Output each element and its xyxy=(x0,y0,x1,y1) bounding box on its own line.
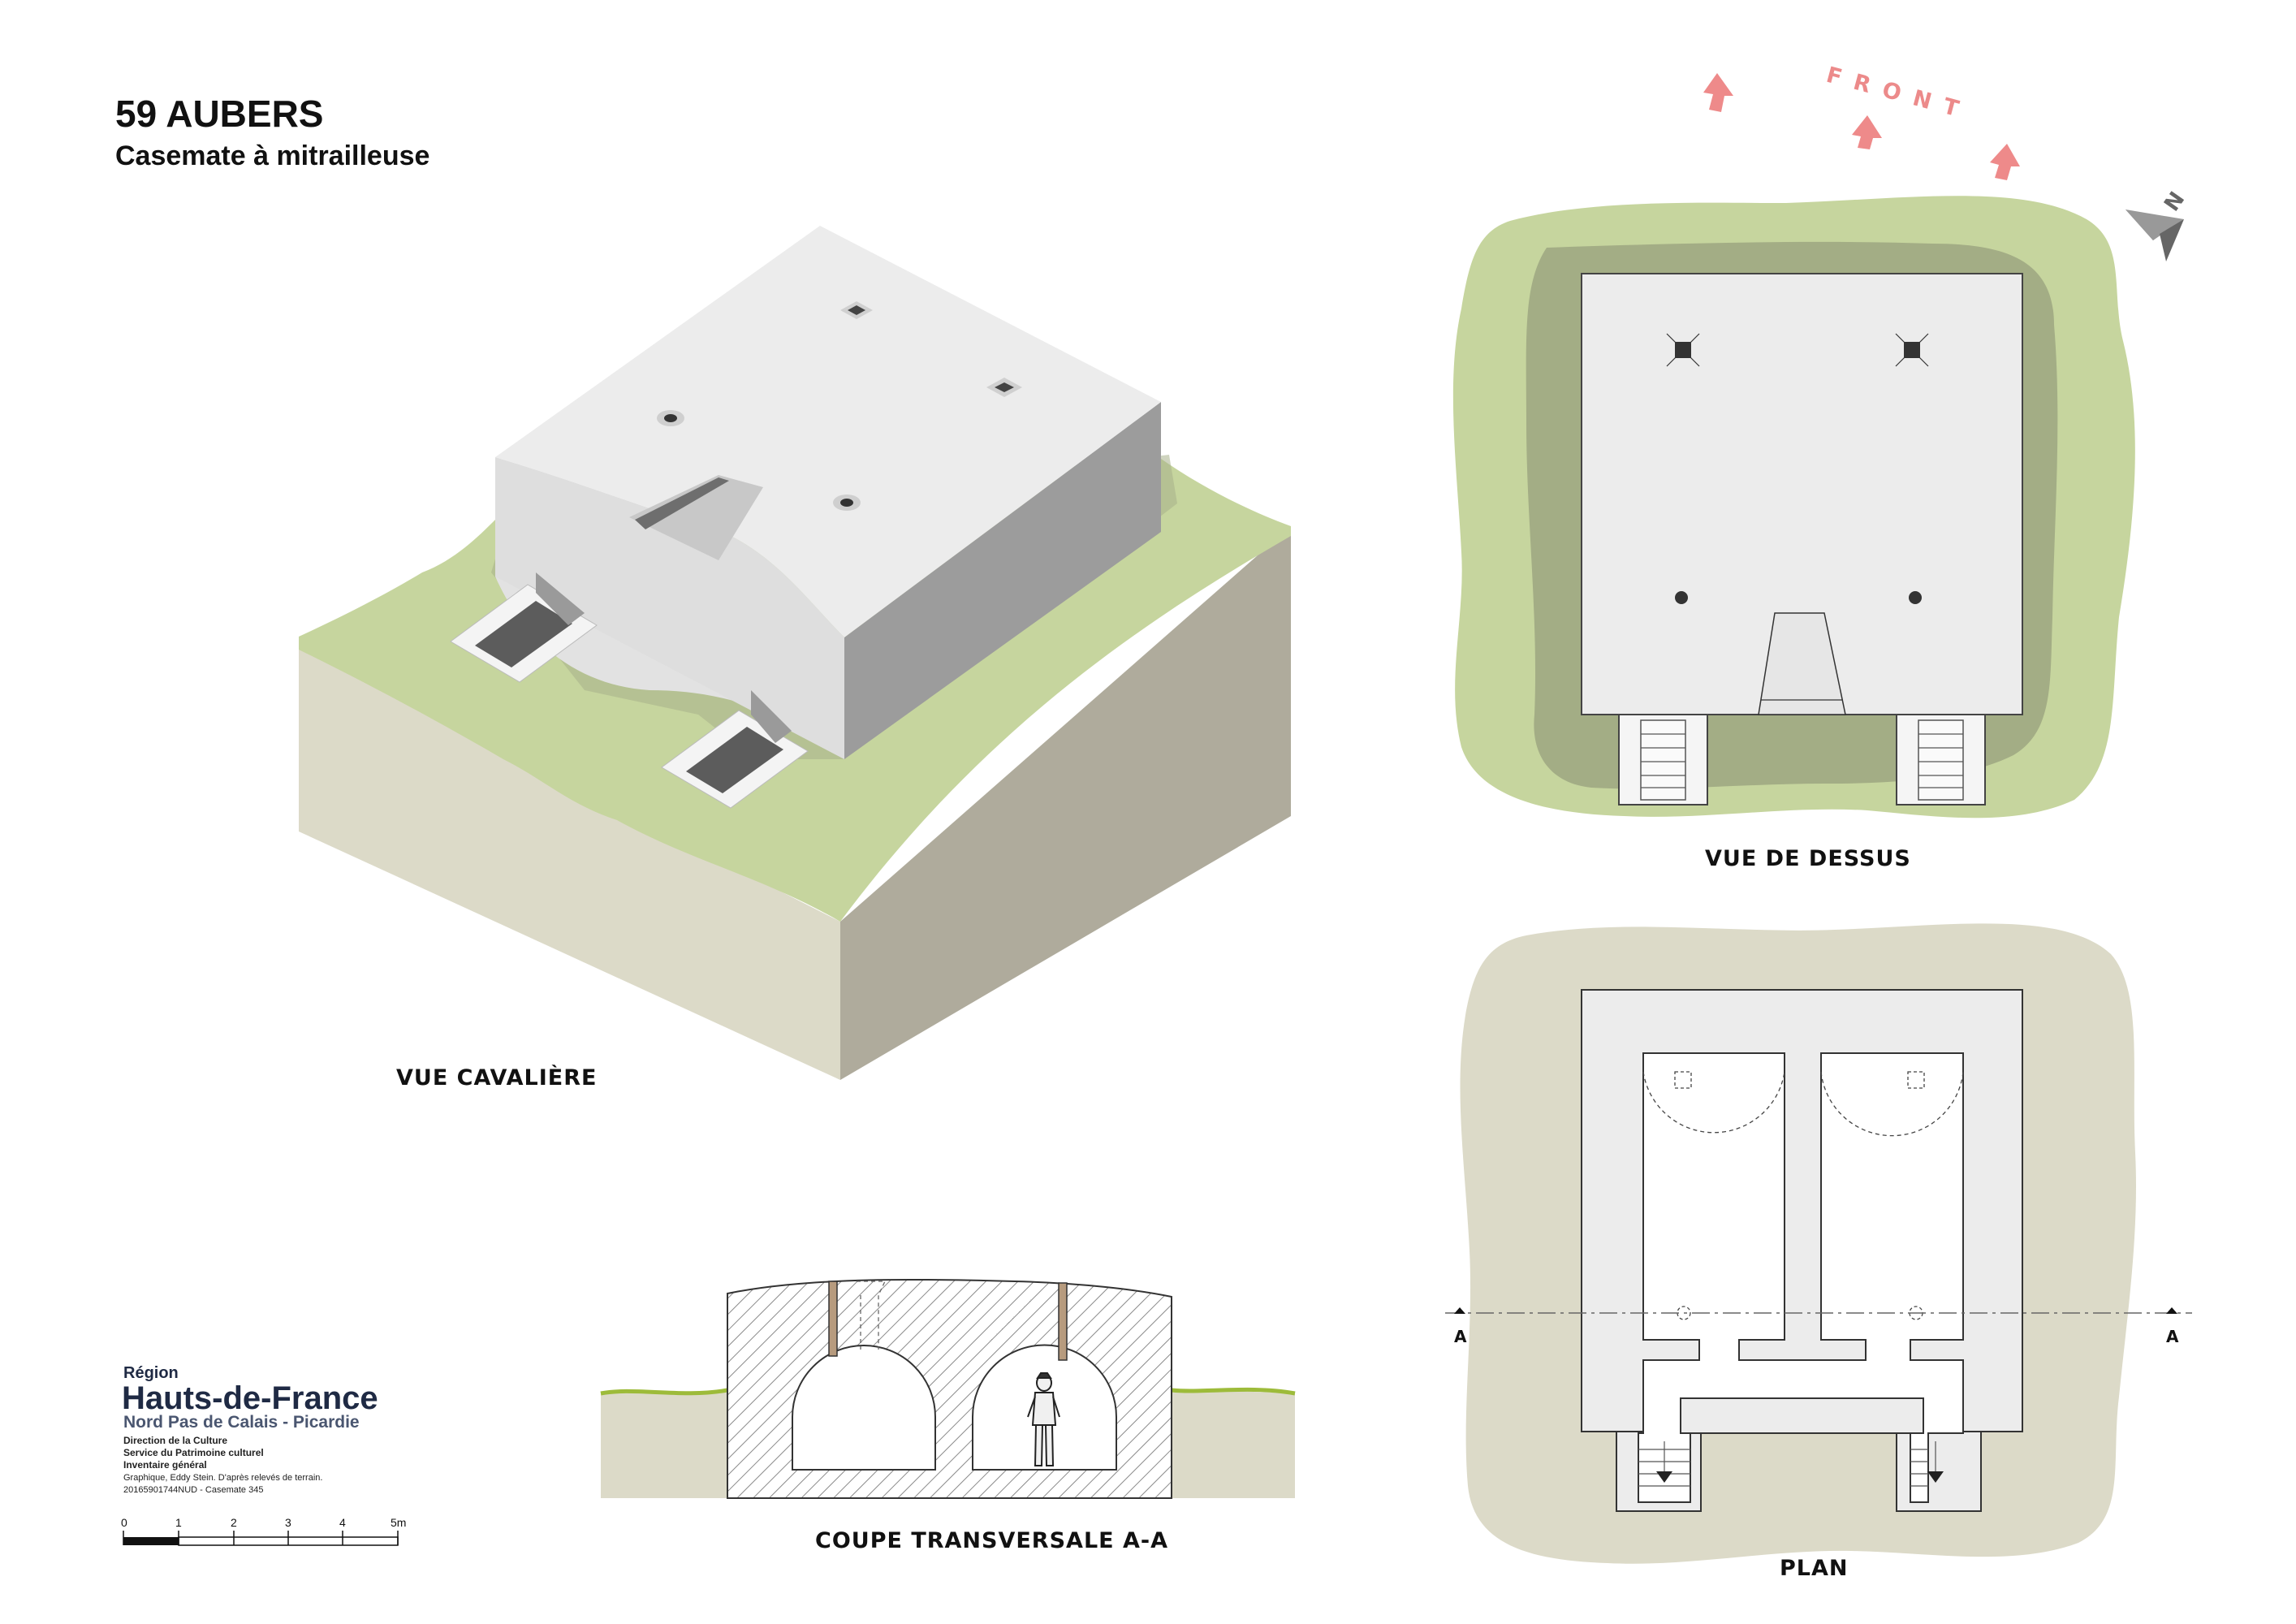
coupe-pipe-left xyxy=(828,1281,838,1357)
coupe-transversale xyxy=(600,1278,1296,1499)
coupe-pipe-right xyxy=(1058,1282,1068,1361)
credits-region-label: Région xyxy=(123,1364,179,1382)
label-vue-de-dessus: VUE DE DESSUS xyxy=(1705,846,1911,871)
section-mark-left: A xyxy=(1454,1327,1467,1346)
dessus-pipe-left xyxy=(1675,591,1688,604)
bunker-front-wall xyxy=(495,457,844,759)
credits-block: Région Hauts-de-France Nord Pas de Calai… xyxy=(122,1364,378,1495)
front-indicator: FRONT xyxy=(1703,63,2020,180)
label-plan: PLAN xyxy=(1780,1556,1849,1581)
front-arrow-1 xyxy=(1703,73,1733,112)
label-vue-cavaliere: VUE CAVALIÈRE xyxy=(396,1065,597,1091)
roof-periscope-slot-inner xyxy=(635,477,729,529)
coupe-ground xyxy=(601,1393,727,1498)
credits-line5: 20165901744NUD - Casemate 345 xyxy=(123,1485,263,1495)
scale-label-3: 3 xyxy=(285,1516,291,1529)
scale-label-0: 0 xyxy=(121,1516,127,1529)
scale-label-2: 2 xyxy=(231,1516,237,1529)
dessus-vents xyxy=(1666,333,1929,367)
entrance-stair-2 xyxy=(661,690,809,809)
coupe-chamber-left xyxy=(792,1345,936,1471)
coupe-grass-line-right xyxy=(1171,1387,1296,1396)
entrance-stair-1 xyxy=(450,572,598,683)
bunker-roof xyxy=(495,226,1161,637)
credits-line2: Service du Patrimoine culturel xyxy=(123,1447,264,1458)
vue-cavaliere xyxy=(299,226,1291,1080)
bunker-right-side xyxy=(844,402,1161,759)
coupe-grass-line-left xyxy=(600,1388,728,1396)
north-arrow: N xyxy=(2126,188,2190,261)
plan-door-swing-left xyxy=(1642,1071,1785,1134)
plan-door-swing-right xyxy=(1820,1071,1964,1137)
credits-line4: Graphique, Eddy Stein. D'après relevés d… xyxy=(123,1473,322,1483)
roof-vent-1-hole xyxy=(848,305,865,315)
roof-vent-2-hole xyxy=(995,382,1014,392)
plan-bench xyxy=(1680,1397,1924,1434)
plan-interior xyxy=(1638,1052,1964,1503)
north-label: N xyxy=(2160,188,2190,216)
dessus-entrance-left-stairs xyxy=(1640,719,1686,801)
scale-label-1: 1 xyxy=(175,1516,182,1529)
sheet-subtitle: Casemate à mitrailleuse xyxy=(115,140,429,171)
vue-de-dessus xyxy=(1452,196,2135,818)
section-mark-right: A xyxy=(2166,1327,2179,1346)
scale-label-5: 5m xyxy=(391,1516,406,1529)
dessus-stair-steps xyxy=(1641,733,1963,788)
credits-line1: Direction de la Culture xyxy=(123,1435,227,1446)
plan-view: A A xyxy=(1445,923,2192,1564)
scale-bar: 0 1 2 3 4 5m xyxy=(121,1516,406,1546)
sheet-title: 59 AUBERS xyxy=(115,93,323,135)
roof-pipe-1-hole xyxy=(664,414,677,422)
terrain-right-face xyxy=(840,526,1291,1080)
roof-pipe-2-hole xyxy=(840,499,853,507)
scale-label-4: 4 xyxy=(339,1516,346,1529)
credits-line3: Inventaire général xyxy=(123,1459,207,1471)
coupe-soldier-figure xyxy=(1027,1372,1060,1466)
dessus-pipe-right xyxy=(1909,591,1922,604)
credits-region-sub: Nord Pas de Calais - Picardie xyxy=(123,1413,360,1432)
front-arrow-3 xyxy=(1990,144,2020,180)
front-label: FRONT xyxy=(1823,63,1974,125)
label-coupe: COUPE TRANSVERSALE A-A xyxy=(815,1528,1168,1553)
roof-periscope-slot xyxy=(629,475,763,560)
dessus-periscope-slot xyxy=(1758,612,1846,715)
dessus-entrance-right-stairs xyxy=(1918,719,1964,801)
terrain-front-face xyxy=(299,637,840,1080)
credits-region-name: Hauts-de-France xyxy=(122,1380,378,1416)
front-arrow-2 xyxy=(1852,115,1882,149)
